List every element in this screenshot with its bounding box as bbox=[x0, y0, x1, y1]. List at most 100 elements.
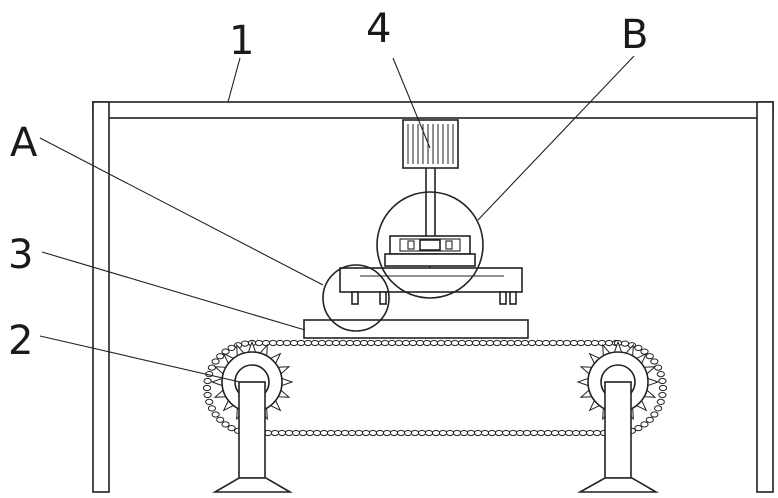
sprocket-tooth bbox=[648, 378, 658, 385]
chain-link bbox=[320, 430, 327, 435]
chain-link bbox=[507, 340, 514, 345]
chain-link bbox=[222, 349, 229, 354]
chain-link bbox=[325, 340, 332, 345]
chain-link bbox=[346, 340, 353, 345]
chain-link bbox=[528, 340, 535, 345]
chain-link bbox=[383, 430, 390, 435]
chain-link bbox=[453, 430, 460, 435]
chain-link bbox=[523, 430, 530, 435]
chain-link bbox=[641, 349, 648, 354]
chain-link bbox=[348, 430, 355, 435]
chain-link bbox=[278, 430, 285, 435]
chain-link bbox=[493, 340, 500, 345]
chain-link bbox=[514, 340, 521, 345]
chain-link bbox=[203, 385, 210, 390]
sprocket-tooth bbox=[212, 378, 222, 385]
chain-link bbox=[572, 430, 579, 435]
chain-link bbox=[570, 340, 577, 345]
chain-link bbox=[276, 340, 283, 345]
chain-link bbox=[465, 340, 472, 345]
chain-link bbox=[411, 430, 418, 435]
motor bbox=[403, 120, 458, 236]
label-3: 3 bbox=[8, 232, 33, 278]
chain-link bbox=[241, 341, 248, 346]
chain-link bbox=[208, 365, 215, 370]
chain-link bbox=[297, 340, 304, 345]
chain-link bbox=[474, 430, 481, 435]
chain-link bbox=[641, 422, 648, 427]
chain-link bbox=[355, 430, 362, 435]
chain-link bbox=[271, 430, 278, 435]
leader-a bbox=[40, 138, 323, 285]
chain-link bbox=[212, 359, 219, 364]
chain-link bbox=[565, 430, 572, 435]
chain-link bbox=[204, 392, 211, 397]
chain-link bbox=[502, 430, 509, 435]
chain-link bbox=[488, 430, 495, 435]
chain-link bbox=[285, 430, 292, 435]
chain-link bbox=[439, 430, 446, 435]
chain-link bbox=[381, 340, 388, 345]
chain-link bbox=[535, 340, 542, 345]
chain-link bbox=[521, 340, 528, 345]
pin-right-b bbox=[510, 292, 516, 304]
sprocket-tooth bbox=[282, 378, 292, 385]
chain-link bbox=[327, 430, 334, 435]
chain-link bbox=[299, 430, 306, 435]
chain-link bbox=[556, 340, 563, 345]
chain-link bbox=[486, 340, 493, 345]
chain-link bbox=[621, 341, 628, 346]
chain-link bbox=[360, 340, 367, 345]
leader-2 bbox=[40, 336, 240, 382]
chain-link bbox=[516, 430, 523, 435]
chain-link bbox=[376, 430, 383, 435]
chain-link bbox=[495, 430, 502, 435]
chain-link bbox=[530, 430, 537, 435]
chain-link bbox=[659, 378, 666, 383]
chain-link bbox=[558, 430, 565, 435]
chain-link bbox=[212, 412, 219, 417]
label-4: 4 bbox=[366, 6, 391, 52]
chain-link bbox=[388, 340, 395, 345]
chain-link bbox=[409, 340, 416, 345]
motor-body bbox=[403, 120, 458, 168]
chain-link bbox=[362, 430, 369, 435]
stand-right bbox=[605, 382, 631, 478]
clamp-block bbox=[420, 240, 440, 250]
stand-left-base bbox=[215, 478, 290, 492]
chain-link bbox=[563, 340, 570, 345]
chain-link bbox=[444, 340, 451, 345]
chain-link bbox=[598, 340, 605, 345]
chain-link bbox=[646, 354, 653, 359]
chain-link bbox=[584, 340, 591, 345]
chain-link bbox=[544, 430, 551, 435]
chain-link bbox=[651, 412, 658, 417]
chain-link bbox=[418, 430, 425, 435]
chain-link bbox=[292, 430, 299, 435]
chain-link bbox=[217, 417, 224, 422]
chain-link bbox=[374, 340, 381, 345]
chain-link bbox=[593, 430, 600, 435]
chain-link bbox=[367, 340, 374, 345]
stand-right-base bbox=[580, 478, 656, 492]
chain-link bbox=[549, 340, 556, 345]
chain-link bbox=[332, 340, 339, 345]
label-2: 2 bbox=[8, 318, 33, 364]
chain-link bbox=[283, 340, 290, 345]
chain-link bbox=[577, 340, 584, 345]
chain-link bbox=[432, 430, 439, 435]
chain-link bbox=[423, 340, 430, 345]
label-1: 1 bbox=[229, 18, 254, 64]
leader-b bbox=[478, 56, 634, 220]
chain-link bbox=[306, 430, 313, 435]
frame-right-post bbox=[757, 102, 773, 492]
chain-link bbox=[657, 399, 664, 404]
chain-link bbox=[437, 340, 444, 345]
chain-link bbox=[208, 406, 215, 411]
chain-link bbox=[430, 340, 437, 345]
chain-link bbox=[222, 422, 229, 427]
chain-link bbox=[390, 430, 397, 435]
chain-link bbox=[509, 430, 516, 435]
chain-link bbox=[467, 430, 474, 435]
chain-link bbox=[313, 430, 320, 435]
